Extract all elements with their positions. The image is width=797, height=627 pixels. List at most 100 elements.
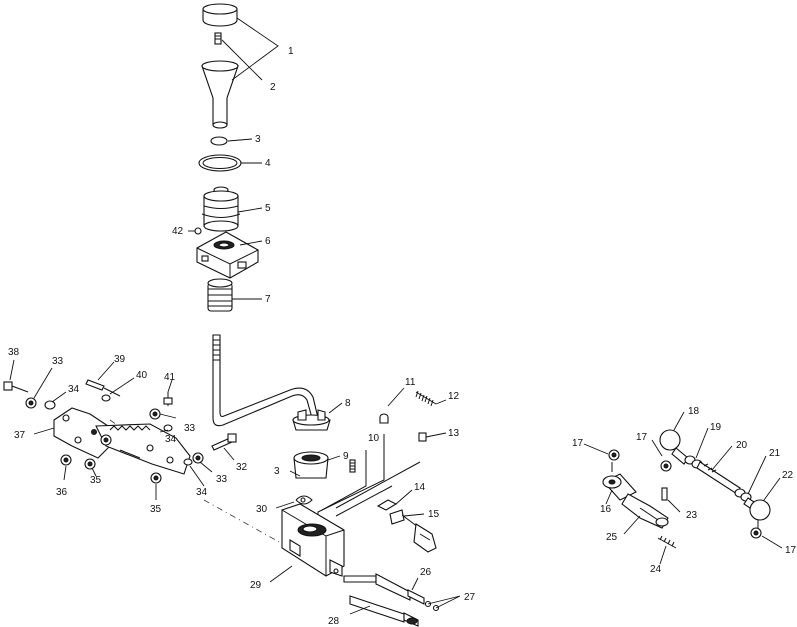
part-plate-screw xyxy=(194,227,202,235)
callout-34-center: 34 xyxy=(165,434,177,445)
part-clip xyxy=(295,495,313,505)
part-23-pin xyxy=(661,487,668,501)
part-large-oring xyxy=(198,154,242,172)
part-collar xyxy=(292,409,331,431)
part-shift-cables xyxy=(343,573,440,627)
callout-34-left: 34 xyxy=(68,384,80,395)
leader-lines xyxy=(9,17,783,615)
part-bushing xyxy=(293,451,329,479)
part-switch-assembly xyxy=(376,499,437,553)
part-32-bolt xyxy=(211,433,237,451)
callout-26: 26 xyxy=(420,567,432,578)
part-spring-7 xyxy=(207,278,233,312)
part-34-washer-b xyxy=(163,424,173,432)
callout-32: 32 xyxy=(236,462,248,473)
part-spring-12 xyxy=(415,390,437,407)
callout-7: 7 xyxy=(265,294,271,305)
part-39-bolt xyxy=(85,379,121,397)
callout-labels: 1 2 3 4 5 6 42 7 8 9 3 30 29 11 12 10 13… xyxy=(8,46,797,627)
callout-36: 36 xyxy=(56,487,68,498)
callout-27: 27 xyxy=(464,592,476,603)
part-41-bolt xyxy=(163,392,173,406)
callout-8: 8 xyxy=(345,398,351,409)
callout-29: 29 xyxy=(250,580,262,591)
part-small-plug xyxy=(418,432,427,442)
callout-39: 39 xyxy=(114,354,126,365)
callout-3: 3 xyxy=(255,134,261,145)
part-shift-knob-cap xyxy=(202,3,238,27)
callout-42: 42 xyxy=(172,226,184,237)
part-35-washer-b xyxy=(150,472,162,484)
part-17-nut-a xyxy=(608,449,620,461)
callout-6: 6 xyxy=(265,236,271,247)
callout-33-left: 33 xyxy=(52,356,64,367)
callout-30: 30 xyxy=(256,504,268,515)
callout-33-center: 33 xyxy=(184,423,196,434)
callout-17-left: 17 xyxy=(572,438,584,449)
callout-41: 41 xyxy=(164,372,176,383)
part-wire-harness xyxy=(317,434,421,524)
callout-33-bottom: 33 xyxy=(216,474,228,485)
callout-21: 21 xyxy=(769,448,781,459)
part-34-washer-left xyxy=(44,400,56,410)
callout-9: 9 xyxy=(343,451,349,462)
part-17-nut-b xyxy=(660,460,672,472)
part-20-tie-rod xyxy=(696,461,741,495)
part-38-bolt xyxy=(3,381,29,393)
callout-34-bottom: 34 xyxy=(196,487,208,498)
callout-4: 4 xyxy=(265,158,271,169)
part-22-ball-joint xyxy=(743,497,771,521)
part-24-cotter-pin xyxy=(657,535,677,549)
part-33-nut-b xyxy=(192,452,204,464)
part-40-washer xyxy=(101,394,111,402)
part-33-nut-a xyxy=(149,408,161,420)
callout-19: 19 xyxy=(710,422,722,433)
callout-10: 10 xyxy=(368,433,380,444)
part-35-washer-a xyxy=(84,458,96,470)
part-sector-gear-plate xyxy=(95,423,191,475)
callout-20: 20 xyxy=(736,440,748,451)
callout-22: 22 xyxy=(782,470,794,481)
callout-35-left: 35 xyxy=(90,475,102,486)
part-36-washer xyxy=(60,454,72,466)
part-knob-screw xyxy=(214,32,222,45)
callout-12: 12 xyxy=(448,391,460,402)
part-25-clevis xyxy=(621,493,669,529)
callout-17-right: 17 xyxy=(785,545,797,556)
part-shift-knob-body xyxy=(201,60,239,129)
callout-15: 15 xyxy=(428,509,440,520)
centerline xyxy=(203,499,291,549)
callout-3-secondary: 3 xyxy=(274,466,280,477)
part-shift-base-plate xyxy=(196,231,259,279)
part-17-nut-c xyxy=(750,520,762,539)
callout-28: 28 xyxy=(328,616,340,627)
part-bulb-cap xyxy=(379,413,389,424)
callout-35-bottom: 35 xyxy=(150,504,162,515)
callout-40: 40 xyxy=(136,370,148,381)
part-shift-housing xyxy=(281,503,345,577)
callout-14: 14 xyxy=(414,482,426,493)
part-shift-boot xyxy=(201,186,241,232)
part-33-washer-left xyxy=(25,397,37,409)
callout-17-mid: 17 xyxy=(636,432,648,443)
callout-24: 24 xyxy=(650,564,662,575)
callout-16: 16 xyxy=(600,504,612,515)
callout-5: 5 xyxy=(265,203,271,214)
callout-2: 2 xyxy=(270,82,276,93)
callout-37: 37 xyxy=(14,430,26,441)
callout-23: 23 xyxy=(686,510,698,521)
part-34-washer-c xyxy=(183,458,193,466)
callout-18: 18 xyxy=(688,406,700,417)
callout-1: 1 xyxy=(288,46,294,57)
callout-38-top: 38 xyxy=(8,347,20,358)
part-small-ring xyxy=(210,136,228,146)
callout-25: 25 xyxy=(606,532,618,543)
callout-11: 11 xyxy=(405,377,416,388)
part-18-ball-joint xyxy=(659,429,689,465)
part-clip-pin xyxy=(300,497,306,503)
part-16-rod-end xyxy=(602,462,637,501)
part-set-screw xyxy=(349,459,356,473)
callout-13: 13 xyxy=(448,428,460,439)
